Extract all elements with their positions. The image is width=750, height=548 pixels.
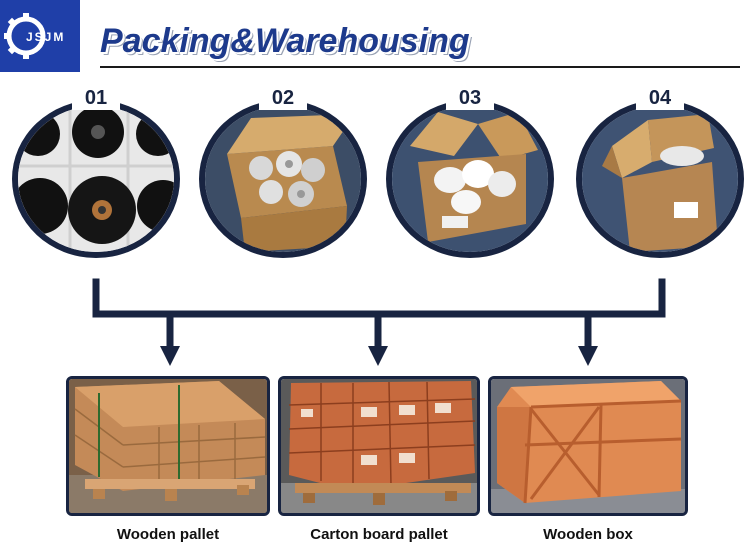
carton-board-pallet-icon bbox=[281, 379, 477, 513]
company-logo: JSJM bbox=[0, 0, 80, 72]
carton-with-parts-icon bbox=[205, 106, 361, 252]
wooden-box-image bbox=[488, 376, 688, 516]
wooden-pallet-icon bbox=[69, 379, 267, 513]
arrow-down-icon bbox=[578, 346, 598, 366]
arrow-down-icon bbox=[160, 346, 180, 366]
carton-board-pallet-caption: Carton board pallet bbox=[310, 526, 448, 543]
gear-logo-icon bbox=[4, 13, 46, 59]
step-3-number: 03 bbox=[446, 86, 494, 110]
page-title: Packing&Warehousing bbox=[100, 22, 470, 60]
wooden-box-caption: Wooden box bbox=[543, 526, 633, 543]
brake-backing-plates-icon bbox=[18, 106, 174, 252]
title-divider bbox=[100, 66, 740, 68]
logo-text: JSJM bbox=[26, 30, 66, 44]
arrow-down-icon bbox=[368, 346, 388, 366]
step-2-number: 02 bbox=[259, 86, 307, 110]
wooden-pallet-image bbox=[66, 376, 270, 516]
step-4-image bbox=[576, 100, 744, 258]
step-2-image bbox=[199, 100, 367, 258]
carton-board-pallet-image bbox=[278, 376, 480, 516]
wooden-pallet-caption: Wooden pallet bbox=[116, 526, 220, 543]
wooden-box-icon bbox=[491, 379, 685, 513]
step-1-image bbox=[12, 100, 180, 258]
closed-carton-icon bbox=[582, 106, 738, 252]
step-1-number: 01 bbox=[72, 86, 120, 110]
step-4-number: 04 bbox=[636, 86, 684, 110]
